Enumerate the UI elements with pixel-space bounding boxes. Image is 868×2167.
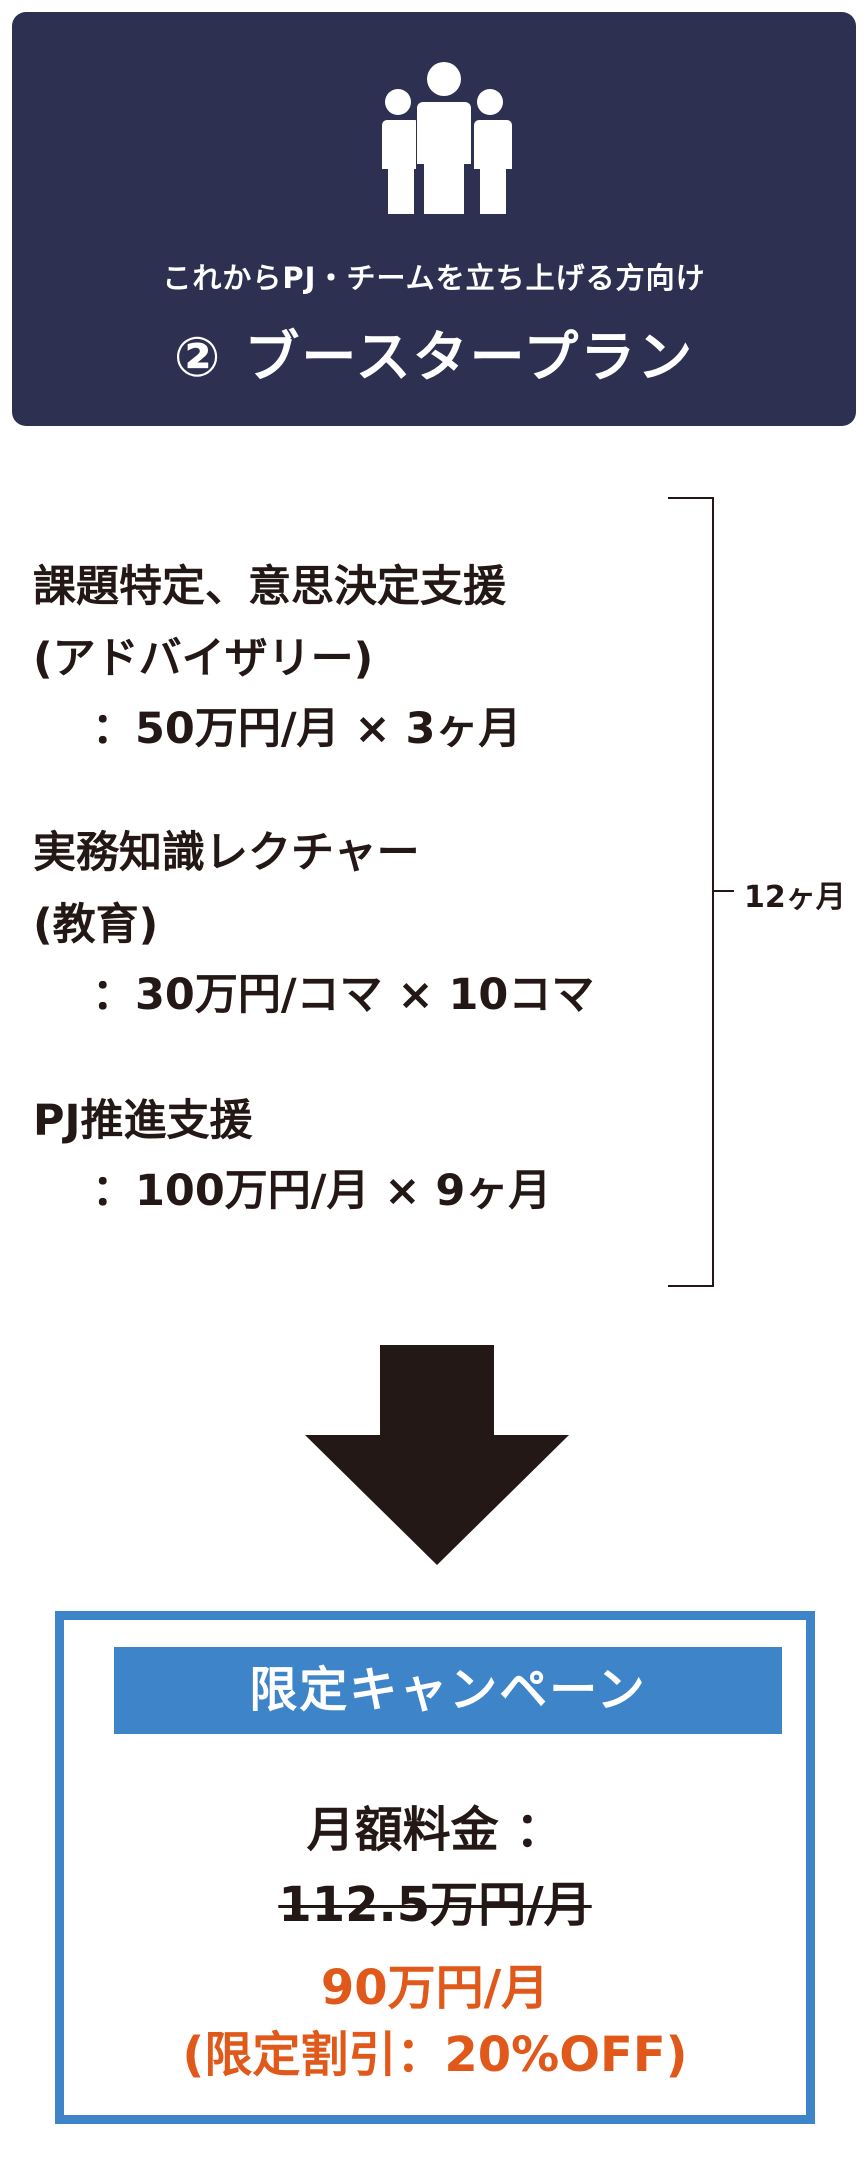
plan-name: ブースタープラン bbox=[244, 325, 695, 389]
old-price: 112.5万円/月 bbox=[278, 1877, 592, 1933]
item-1-sub: (アドバイザリー) bbox=[33, 634, 374, 684]
plan-subtitle: これからPJ・チームを立ち上げる方向け bbox=[162, 261, 706, 295]
monthly-fee-label: 月額料金 ： bbox=[306, 1802, 564, 1858]
campaign-title: 限定キャンペーン bbox=[114, 1647, 782, 1734]
down-arrow-icon bbox=[305, 1345, 569, 1565]
plan-title: ② ブースタープラン bbox=[12, 312, 856, 392]
people-group-icon bbox=[381, 62, 512, 214]
bracket-tick bbox=[714, 890, 734, 892]
new-price: 90万円/月 bbox=[320, 1960, 550, 2016]
campaign-box: 限定キャンペーン 月額料金 ： 112.5万円/月 90万円/月 (限定割引：2… bbox=[55, 1611, 815, 2124]
item-2-sub: (教育) bbox=[33, 900, 159, 950]
plan-header-card: これからPJ・チームを立ち上げる方向け ② ブースタープラン bbox=[12, 12, 856, 426]
item-2-title: 実務知識レクチャー bbox=[33, 828, 420, 878]
old-price-wrapper: 112.5万円/月 bbox=[64, 1865, 806, 1935]
plan-number: ② bbox=[173, 325, 223, 389]
item-3-price: ：100万円/月 × 9ヶ月 bbox=[92, 1166, 552, 1216]
item-1-price: ：50万円/月 × 3ヶ月 bbox=[92, 704, 522, 754]
item-3-title: PJ推進支援 bbox=[33, 1096, 253, 1146]
discount-label: (限定割引：20%OFF) bbox=[182, 2027, 688, 2083]
item-1-title: 課題特定、意思決定支援 bbox=[33, 562, 506, 612]
item-2-price: ：30万円/コマ × 10コマ bbox=[92, 970, 595, 1020]
duration-label: 12ヶ月 bbox=[744, 880, 846, 915]
duration-bracket bbox=[668, 497, 714, 1287]
